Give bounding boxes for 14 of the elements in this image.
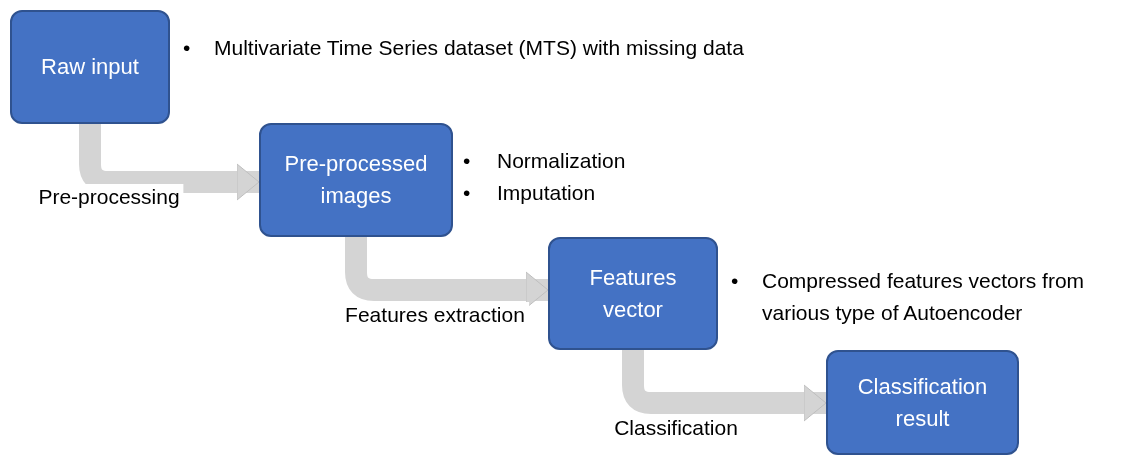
note-text: • <box>463 180 472 206</box>
note-text: Multivariate Time Series dataset (MTS) with missing data <box>214 35 745 61</box>
elbow-arrow <box>79 124 260 201</box>
process-box: Classification result <box>826 350 1019 455</box>
process-box: Features vector <box>548 237 718 350</box>
note-text: • <box>731 268 740 294</box>
note-text: Normalization <box>497 148 627 174</box>
note-text: • <box>183 35 192 61</box>
note-text: Compressed features vectors from various type of Autoencoder <box>762 268 1086 326</box>
process-box: Pre-processed images <box>259 123 453 237</box>
process-box: Raw input <box>10 10 170 124</box>
note-text: Imputation <box>497 180 597 206</box>
note-text: • <box>463 148 472 174</box>
elbow-arrow <box>622 350 827 422</box>
